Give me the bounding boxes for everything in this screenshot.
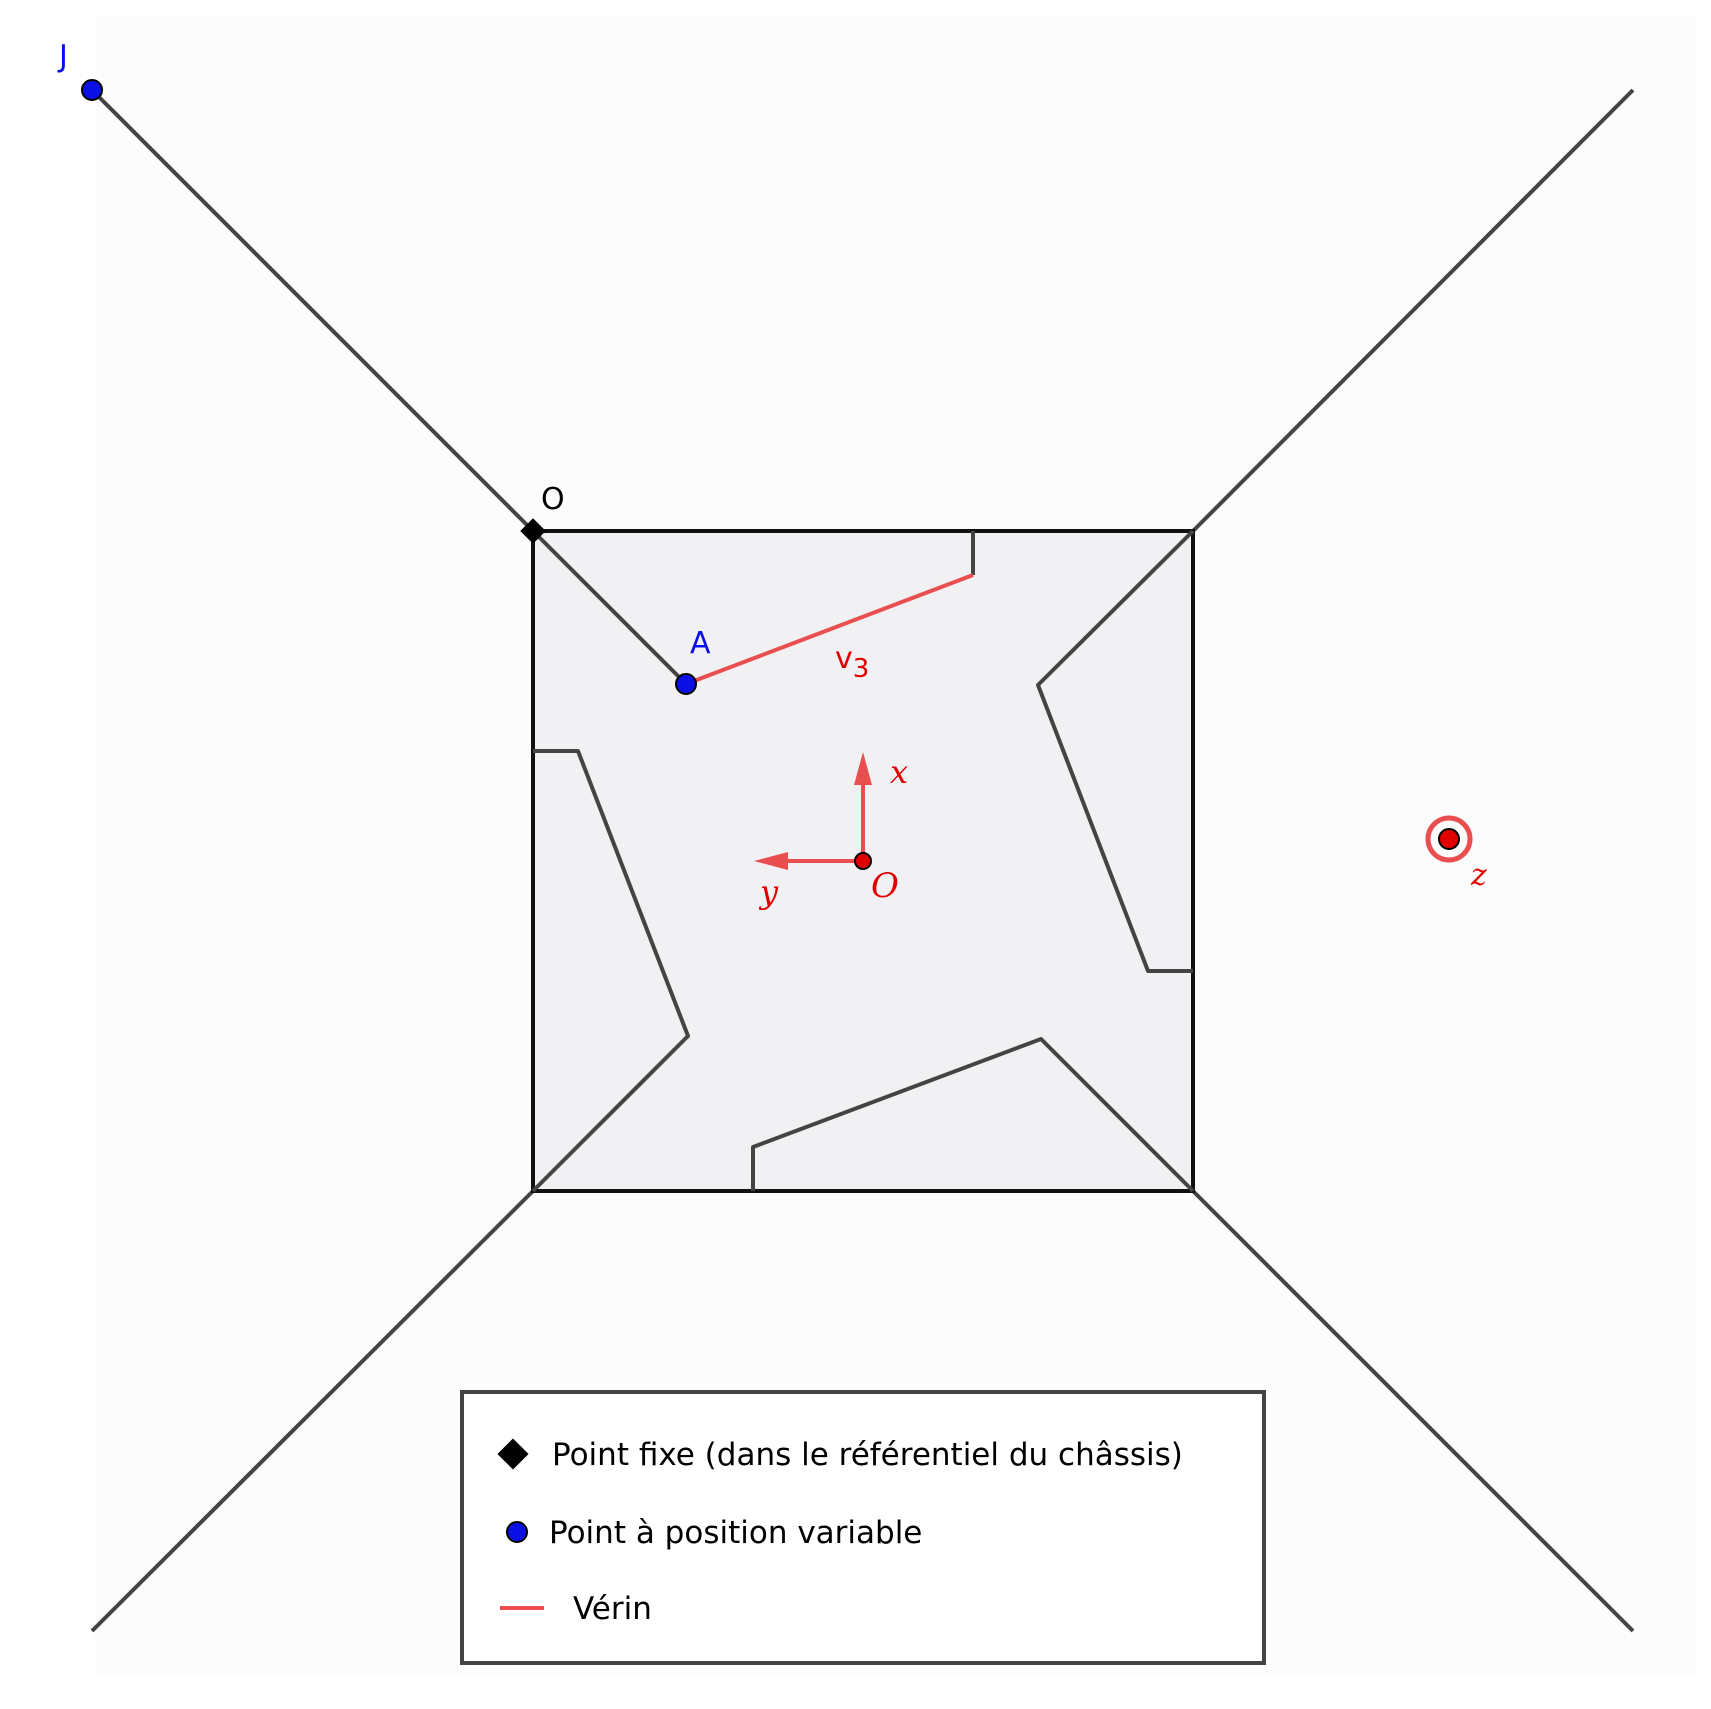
label-axis-x: x xyxy=(890,753,908,791)
legend: Point fixe (dans le référentiel du châss… xyxy=(460,1390,1266,1665)
legend-variable-point-icon xyxy=(506,1521,528,1543)
legend-label-fixed-point: Point fixe (dans le référentiel du châss… xyxy=(552,1437,1183,1473)
arm-top-right xyxy=(1036,529,1195,973)
link-top-left xyxy=(90,88,535,533)
actuator-v3 xyxy=(685,573,974,686)
link-bottom-left xyxy=(90,1189,535,1633)
label-v3: v3 xyxy=(835,641,869,684)
axis-z-ring xyxy=(1425,815,1473,863)
axis-x-arrow xyxy=(854,752,872,785)
link-bottom-right xyxy=(1191,1189,1635,1633)
label-axis-y: y xyxy=(758,873,779,911)
label-axis-z: z xyxy=(1470,858,1487,893)
label-J: J xyxy=(57,39,68,74)
label-O-fixed: O xyxy=(541,482,565,517)
arm-bottom-right xyxy=(751,1037,1195,1193)
link-O-A xyxy=(531,529,688,686)
label-v3-sub: 3 xyxy=(853,654,870,684)
axis-z-dot xyxy=(1438,828,1460,850)
link-top-right xyxy=(1191,88,1635,533)
point-J xyxy=(81,79,103,101)
legend-box xyxy=(460,1390,1266,1665)
legend-label-actuator: Vérin xyxy=(573,1591,652,1627)
arm-bottom-left xyxy=(531,749,690,1193)
axis-origin-dot xyxy=(854,852,872,870)
label-axis-origin: O xyxy=(871,866,899,906)
label-A: A xyxy=(690,626,711,661)
point-O-fixed xyxy=(520,518,546,544)
point-A xyxy=(675,673,697,695)
axis-y-arrow xyxy=(754,852,788,870)
legend-label-variable-point: Point à position variable xyxy=(549,1515,922,1551)
label-v3-main: v xyxy=(835,641,853,676)
